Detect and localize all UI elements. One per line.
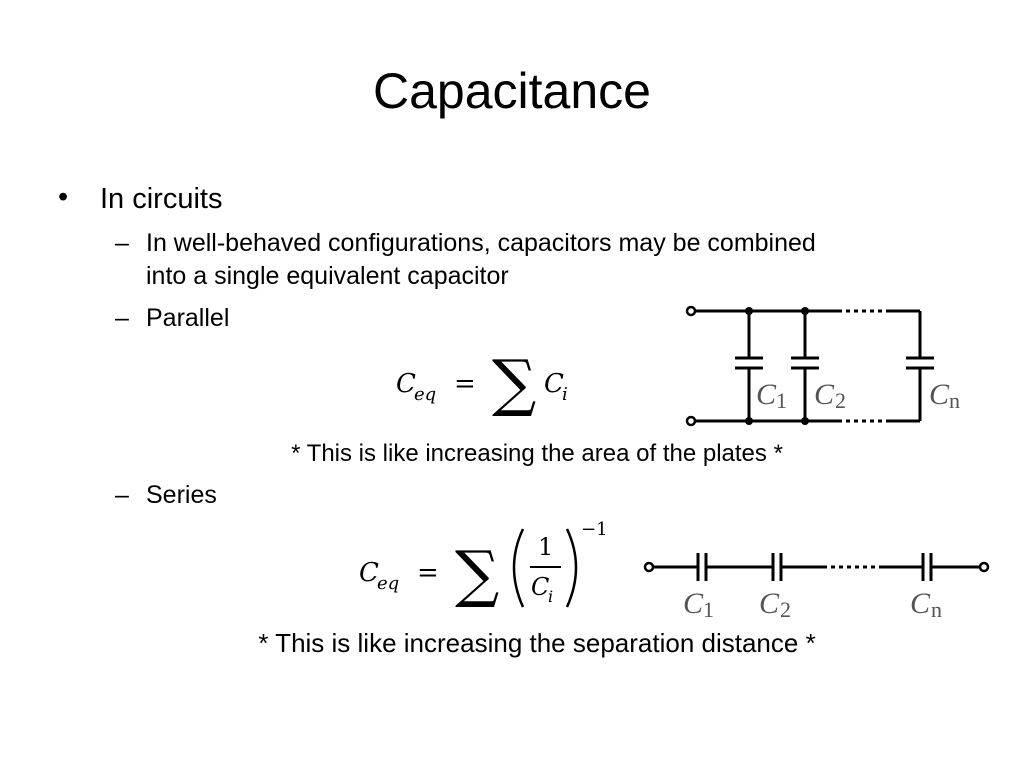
parallel-formula-lhs-sub: eq xyxy=(414,384,436,405)
sub-item-series: Series xyxy=(146,481,217,509)
sub-item-parallel: Parallel xyxy=(146,304,230,332)
series-label-cn: C xyxy=(910,587,931,620)
series-label-c2: C xyxy=(759,587,780,620)
parallel-label-c2-sub: 2 xyxy=(835,388,846,413)
parallel-formula: C eq = ∑ C i xyxy=(396,346,568,419)
terminal-icon xyxy=(685,305,697,317)
series-formula-lhs: C xyxy=(359,558,379,588)
parallel-formula-lhs: C xyxy=(396,369,416,399)
slide-title: Capacitance xyxy=(373,63,651,119)
right-paren-icon xyxy=(565,528,578,608)
parallel-formula-sum: ∑ xyxy=(492,346,536,419)
sub-marker: – xyxy=(115,304,129,332)
series-formula-exponent: −1 xyxy=(581,519,608,540)
parallel-label-cn-sub: n xyxy=(949,388,960,413)
series-label-cn-sub: n xyxy=(931,597,942,622)
series-formula-sum: ∑ xyxy=(455,537,499,610)
series-label-c2-sub: 2 xyxy=(780,597,791,622)
parallel-formula-term-sub: i xyxy=(562,384,568,405)
series-formula-numerator: 1 xyxy=(538,533,553,561)
parallel-label-c1-sub: 1 xyxy=(776,388,787,413)
series-note: * This is like increasing the separation… xyxy=(258,628,816,658)
parallel-circuit-diagram: C 1 C 2 C n xyxy=(685,305,960,427)
series-label-c1: C xyxy=(683,587,704,620)
parallel-label-cn: C xyxy=(929,378,950,411)
series-circuit-diagram: C 1 C 2 C n xyxy=(643,553,990,622)
parallel-formula-term: C xyxy=(544,369,564,399)
sub-marker: – xyxy=(115,481,129,509)
series-label-c1-sub: 1 xyxy=(703,597,714,622)
terminal-icon xyxy=(643,561,655,573)
series-formula-equals: = xyxy=(417,558,439,588)
bullet-in-circuits: In circuits xyxy=(100,183,223,215)
terminal-icon xyxy=(685,415,697,427)
parallel-label-c2: C xyxy=(814,378,835,411)
sub-marker: – xyxy=(115,229,129,257)
parallel-label-c1: C xyxy=(756,378,777,411)
series-formula-denominator-sub: i xyxy=(548,587,553,606)
series-formula: C eq = ∑ 1 C i −1 xyxy=(359,519,608,610)
parallel-note: * This is like increasing the area of th… xyxy=(291,440,783,467)
left-paren-icon xyxy=(512,528,525,608)
series-formula-denominator: C xyxy=(531,573,549,601)
series-formula-lhs-sub: eq xyxy=(377,573,399,594)
bullet-marker: • xyxy=(58,181,69,213)
terminal-icon xyxy=(978,561,990,573)
parallel-formula-equals: = xyxy=(454,369,476,399)
sub-item-configurations: In well-behaved configurations, capacito… xyxy=(146,229,816,290)
